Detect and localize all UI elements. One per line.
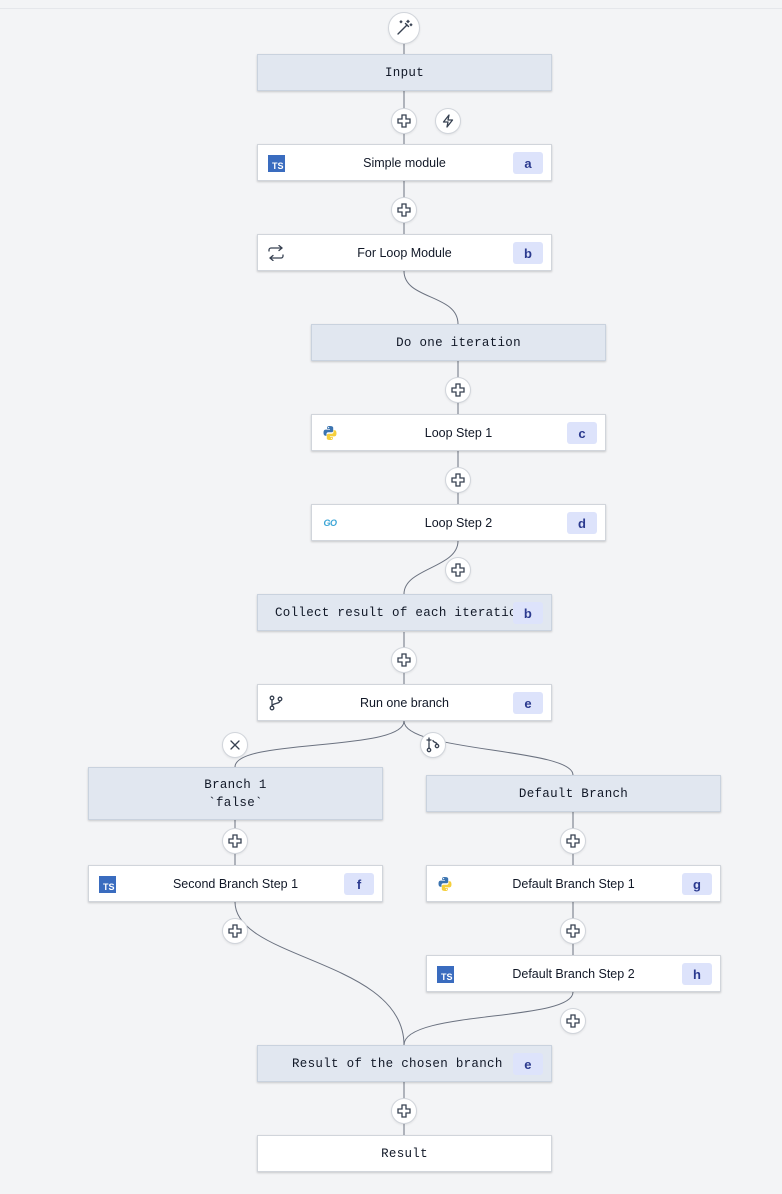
plus-icon	[451, 383, 465, 397]
node-label: Result	[381, 1146, 428, 1161]
node-label: Loop Step 1	[424, 425, 493, 440]
result-of-chosen-branch-node[interactable]: Result of the chosen branch e	[257, 1045, 552, 1082]
edge-step2-collect	[403, 540, 459, 595]
add-step-button[interactable]	[445, 377, 471, 403]
add-branch-icon	[426, 737, 440, 753]
add-step-button[interactable]	[391, 197, 417, 223]
lightning-icon	[442, 114, 454, 128]
node-label: Loop Step 2	[424, 515, 493, 530]
plus-icon	[397, 653, 411, 667]
top-divider	[0, 8, 782, 9]
typescript-icon: TS	[267, 154, 285, 172]
simple-module-node[interactable]: TS Simple module a	[257, 144, 552, 181]
ai-wand-button[interactable]	[388, 12, 420, 44]
edge-defaultstep2-result	[403, 991, 574, 1046]
input-label: Input	[384, 65, 424, 80]
node-id-badge: d	[567, 512, 597, 534]
node-label: For Loop Module	[357, 245, 452, 260]
plus-icon	[566, 924, 580, 938]
add-step-button[interactable]	[222, 918, 248, 944]
branch-condition: `false`	[208, 795, 263, 810]
node-label: Result of the chosen branch	[292, 1056, 503, 1071]
remove-branch-button[interactable]	[222, 732, 248, 758]
add-step-button[interactable]	[391, 1098, 417, 1124]
go-icon: GO	[323, 518, 337, 528]
edge-runbranch-branch1	[234, 720, 405, 768]
default-branch-step-2-node[interactable]: TS Default Branch Step 2 h	[426, 955, 721, 992]
node-label: Do one iteration	[396, 335, 521, 350]
add-step-button[interactable]	[222, 828, 248, 854]
typescript-icon: TS	[436, 965, 454, 983]
branch-title: Branch 1	[204, 777, 267, 792]
git-branch-icon	[267, 694, 285, 712]
add-step-button[interactable]	[445, 557, 471, 583]
add-branch-button[interactable]	[420, 732, 446, 758]
edge-runbranch-default	[403, 720, 574, 776]
add-step-button[interactable]	[560, 918, 586, 944]
node-id-badge: g	[682, 873, 712, 895]
edge-forloop-iteration	[403, 270, 459, 325]
node-label: Default Branch Step 1	[512, 876, 635, 891]
node-id-badge: b	[513, 242, 543, 264]
node-label: Default Branch	[518, 786, 629, 801]
plus-icon	[397, 1104, 411, 1118]
node-id-badge: b	[513, 602, 543, 624]
default-branch-node[interactable]: Default Branch	[426, 775, 721, 812]
plus-icon	[566, 1014, 580, 1028]
loop-step-2-node[interactable]: GO Loop Step 2 d	[311, 504, 606, 541]
for-loop-module-node[interactable]: For Loop Module b	[257, 234, 552, 271]
python-icon	[436, 875, 454, 893]
loop-arrows-icon	[267, 244, 285, 262]
plus-icon	[451, 473, 465, 487]
node-id-badge: a	[513, 152, 543, 174]
node-id-badge: c	[567, 422, 597, 444]
loop-step-1-node[interactable]: Loop Step 1 c	[311, 414, 606, 451]
node-id-badge: e	[513, 1053, 543, 1075]
collect-result-node[interactable]: Collect result of each iteration b	[257, 594, 552, 631]
node-label: Second Branch Step 1	[172, 876, 299, 891]
second-branch-step-1-node[interactable]: TS Second Branch Step 1 f	[88, 865, 383, 902]
node-id-badge: f	[344, 873, 374, 895]
node-id-badge: h	[682, 963, 712, 985]
node-label: Default Branch Step 2	[512, 966, 635, 981]
node-label: Run one branch	[360, 695, 449, 710]
plus-icon	[228, 924, 242, 938]
plus-icon	[397, 114, 411, 128]
plus-icon	[451, 563, 465, 577]
trigger-button[interactable]	[435, 108, 461, 134]
node-id-badge: e	[513, 692, 543, 714]
run-one-branch-node[interactable]: Run one branch e	[257, 684, 552, 721]
add-step-button[interactable]	[445, 467, 471, 493]
plus-icon	[397, 203, 411, 217]
python-icon	[321, 424, 339, 442]
input-node[interactable]: Input	[257, 54, 552, 91]
add-step-button[interactable]	[391, 647, 417, 673]
result-node[interactable]: Result	[257, 1135, 552, 1172]
do-one-iteration-node[interactable]: Do one iteration	[311, 324, 606, 361]
typescript-icon: TS	[98, 875, 116, 893]
plus-icon	[566, 834, 580, 848]
add-step-button[interactable]	[560, 828, 586, 854]
plus-icon	[228, 834, 242, 848]
add-step-button[interactable]	[560, 1008, 586, 1034]
magic-wand-icon	[397, 19, 413, 35]
close-icon	[230, 740, 240, 750]
node-label: Collect result of each iteration	[275, 605, 525, 620]
edge-secondstep-result	[234, 901, 405, 1046]
branch-1-node[interactable]: Branch 1 `false`	[88, 767, 383, 820]
add-step-button[interactable]	[391, 108, 417, 134]
default-branch-step-1-node[interactable]: Default Branch Step 1 g	[426, 865, 721, 902]
node-label: Simple module	[363, 155, 446, 170]
